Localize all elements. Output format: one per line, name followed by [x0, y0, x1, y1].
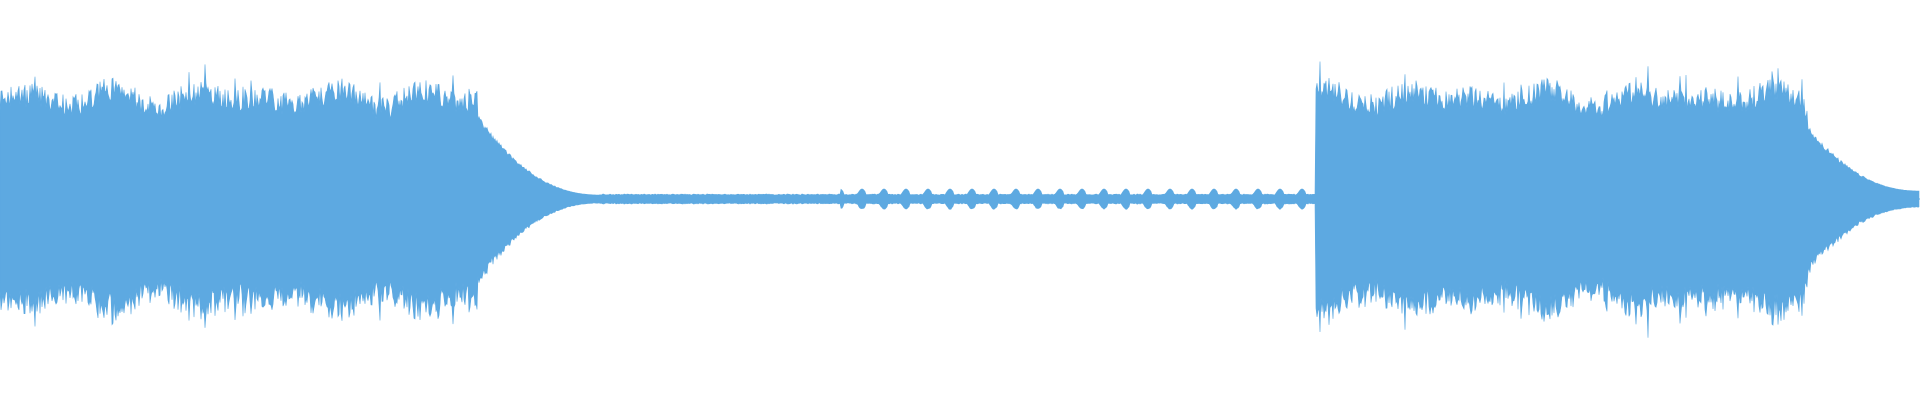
- waveform-envelope: [0, 61, 1920, 338]
